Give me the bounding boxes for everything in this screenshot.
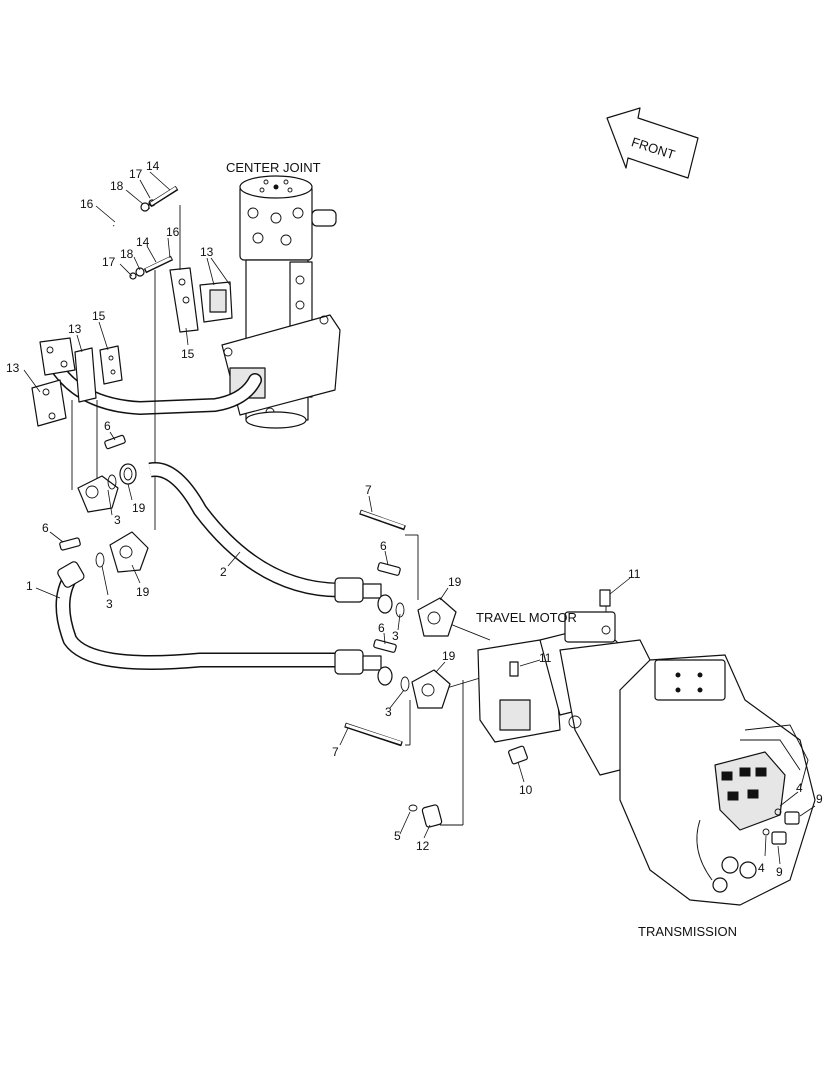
hose-2 <box>148 462 393 614</box>
callout-2: 2 <box>220 565 227 579</box>
callout-19-lower-right: 19 <box>442 649 456 663</box>
callout-4-lower: 4 <box>758 861 765 875</box>
callout-6-lower-right: 6 <box>378 621 385 635</box>
callout-12: 12 <box>416 839 430 853</box>
clamp-13-top <box>199 281 233 323</box>
clamp-13-left <box>31 379 67 427</box>
hose-1 <box>55 561 393 686</box>
callout-19-upper-right: 19 <box>448 575 462 589</box>
fitting-9-upper <box>774 808 800 825</box>
callout-4-upper: 4 <box>796 781 803 795</box>
fitting-9-lower <box>762 828 787 845</box>
transmission-label: TRANSMISSION <box>638 924 737 939</box>
callout-3-lower-right: 3 <box>385 705 392 719</box>
transmission <box>619 654 816 906</box>
flange-19-lower-right <box>400 669 451 709</box>
bolt-6-upper-left <box>104 434 126 450</box>
callout-6-upper-right: 6 <box>380 539 387 553</box>
callout-1: 1 <box>26 579 33 593</box>
callout-3-upper-right: 3 <box>392 629 399 643</box>
callout-7-upper: 7 <box>365 483 372 497</box>
callout-15-top: 15 <box>181 347 195 361</box>
callout-17-top: 17 <box>129 167 143 181</box>
callout-16-mid: 16 <box>166 225 180 239</box>
plug-10 <box>508 745 528 765</box>
callout-15-left: 15 <box>92 309 106 323</box>
clamp-13-mid <box>74 347 97 403</box>
flange-19-upper-right <box>395 597 457 637</box>
callout-14-mid: 14 <box>136 235 150 249</box>
callout-6-lower-left: 6 <box>42 521 49 535</box>
callout-13-left: 13 <box>6 361 20 375</box>
callout-9-upper: 9 <box>816 792 823 806</box>
plate-15-left <box>99 345 123 385</box>
callout-17-mid: 17 <box>102 255 116 269</box>
front-arrow: FRONT <box>606 107 699 179</box>
plug-12 <box>408 804 443 828</box>
callout-9-lower: 9 <box>776 865 783 879</box>
upper-pipe <box>39 337 262 416</box>
callout-5: 5 <box>394 829 401 843</box>
callout-19-lower-left: 19 <box>136 585 150 599</box>
bolt-group-mid <box>129 255 174 280</box>
flange-19-upper-left <box>77 463 137 513</box>
bolt-6-lower-left <box>59 537 81 551</box>
callout-14-top: 14 <box>146 159 160 173</box>
callout-labels: 14 17 18 16 16 18 14 17 13 13 15 15 13 6… <box>6 159 823 879</box>
callout-13-mid: 13 <box>68 322 82 336</box>
callout-11-top: 11 <box>628 567 641 581</box>
callout-3-lower-left: 3 <box>106 597 113 611</box>
callout-13-top: 13 <box>200 245 214 259</box>
leaders <box>23 171 816 865</box>
plate-15-top <box>169 267 199 333</box>
callout-10: 10 <box>519 783 533 797</box>
callout-7-lower: 7 <box>332 745 339 759</box>
center-joint-label: CENTER JOINT <box>226 160 321 175</box>
callout-3-upper-left: 3 <box>114 513 121 527</box>
callout-11-motor: 11 <box>539 651 552 665</box>
flange-19-lower-left <box>95 531 149 573</box>
travel-motor-label: TRAVEL MOTOR <box>476 610 577 625</box>
bolts-6-7-right <box>344 509 406 747</box>
travel-motor <box>477 589 666 776</box>
callout-16-top: 16 <box>80 197 94 211</box>
callout-6-upper-left: 6 <box>104 419 111 433</box>
bolt-group-top <box>112 185 179 227</box>
callout-18-top: 18 <box>110 179 124 193</box>
callout-19-upper-left: 19 <box>132 501 146 515</box>
callout-18-mid: 18 <box>120 247 134 261</box>
